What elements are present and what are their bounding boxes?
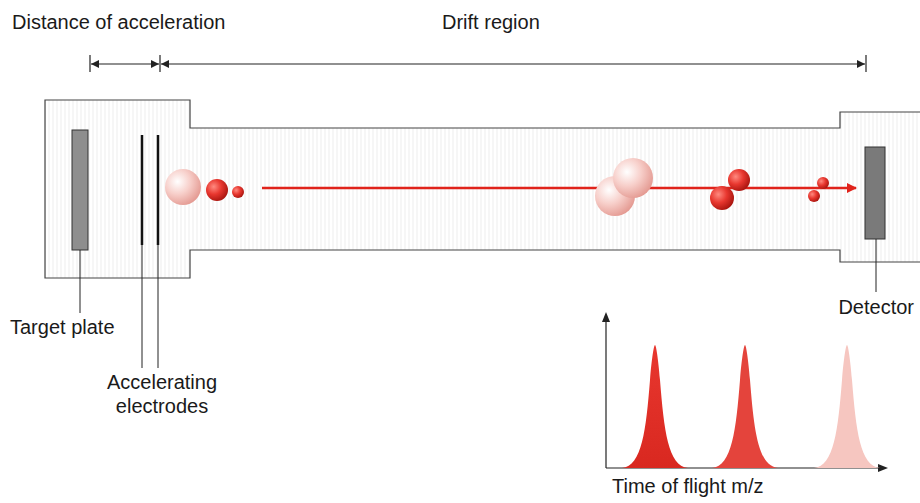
target-plate [72,130,88,250]
axis-label: Time of flight m/z [612,474,852,498]
flight-tube [45,100,920,278]
accelerating-electrode [141,135,144,245]
spectrum-chart [602,312,888,472]
leader-line [80,239,876,368]
dimension-line [90,55,866,72]
part-label: Target plate [10,315,160,339]
detector [865,147,885,239]
dimension-label: Drift region [442,10,602,34]
accelerating-electrode [157,135,160,245]
ion-spheres [165,158,829,216]
dimension-label: Distance of acceleration [12,10,272,34]
part-label: Detector [770,295,914,319]
part-label: Accelerating electrodes [92,370,232,418]
flight-arrow [262,187,856,190]
